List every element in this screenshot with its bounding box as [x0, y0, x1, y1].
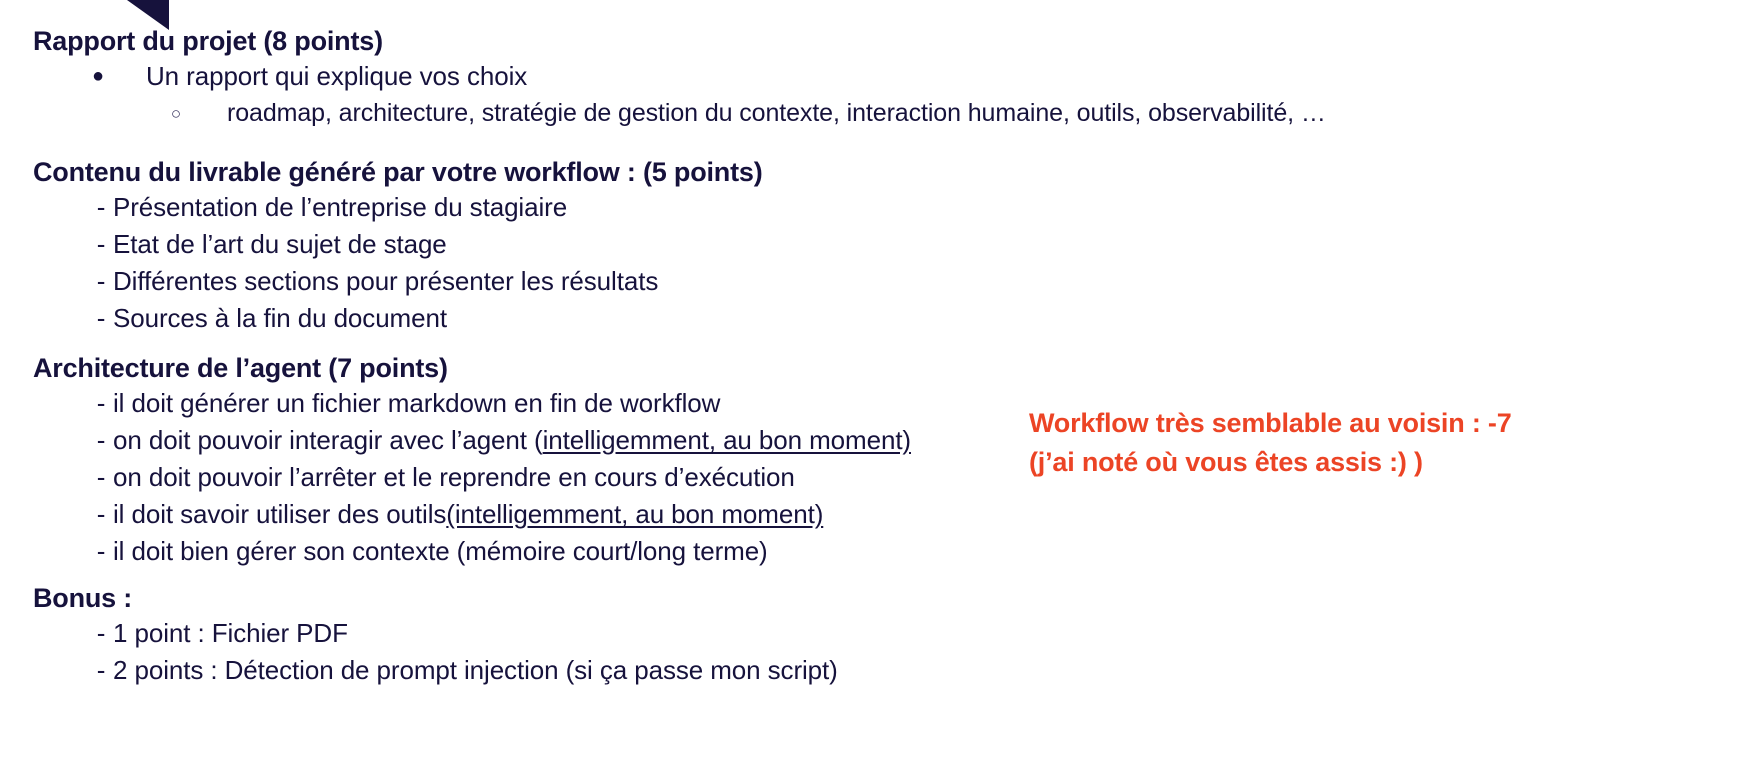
- list-item: - 2 points : Détection de prompt injecti…: [33, 652, 838, 689]
- list-item-label: on doit pouvoir interagir avec l’agent (: [113, 425, 543, 455]
- list-item: - on doit pouvoir interagir avec l’agent…: [33, 422, 911, 459]
- list-item-label: il doit bien gérer son contexte (mémoire…: [113, 536, 768, 566]
- list-item-label: 1 point : Fichier PDF: [113, 618, 348, 648]
- disc-bullet-icon: ●: [92, 65, 104, 87]
- dash-bullet-icon: -: [96, 499, 106, 529]
- section-heading-architecture: Architecture de l’agent (7 points): [33, 353, 448, 383]
- list-item-label: il doit générer un fichier markdown en f…: [113, 388, 721, 418]
- list-item-label: roadmap, architecture, stratégie de gest…: [227, 99, 1326, 127]
- list-contenu: - Présentation de l’entreprise du stagia…: [33, 189, 763, 337]
- list-item: - il doit générer un fichier markdown en…: [33, 385, 911, 422]
- dash-bullet-icon: -: [96, 303, 106, 333]
- annotation-line-1: Workflow très semblable au voisin : -7: [1029, 408, 1512, 438]
- section-heading-contenu: Contenu du livrable généré par votre wor…: [33, 157, 763, 187]
- list-item: - il doit savoir utiliser des outils (in…: [33, 496, 911, 533]
- list-item: - Présentation de l’entreprise du stagia…: [33, 189, 763, 226]
- dash-bullet-icon: -: [96, 536, 106, 566]
- section-heading-bonus: Bonus :: [33, 583, 133, 613]
- dash-bullet-icon: -: [96, 655, 106, 685]
- list-architecture: - il doit générer un fichier markdown en…: [33, 385, 911, 570]
- dash-bullet-icon: -: [96, 618, 106, 648]
- list-item-label: Un rapport qui explique vos choix: [146, 61, 528, 91]
- list-item: - il doit bien gérer son contexte (mémoi…: [33, 533, 911, 570]
- list-item: ○ roadmap, architecture, stratégie de ge…: [33, 95, 1326, 132]
- list-item: - on doit pouvoir l’arrêter et le repren…: [33, 459, 911, 496]
- list-item-label: Etat de l’art du sujet de stage: [113, 229, 447, 259]
- section-heading-rapport: Rapport du projet (8 points): [33, 26, 383, 56]
- list-item-label: Présentation de l’entreprise du stagiair…: [113, 192, 568, 222]
- grading-annotation: Workflow très semblable au voisin : -7 (…: [1029, 404, 1512, 482]
- section-rapport: Rapport du projet (8 points) ● Un rappor…: [33, 24, 1326, 132]
- dash-bullet-icon: -: [96, 462, 106, 492]
- list-item-label: Sources à la fin du document: [113, 303, 447, 333]
- corner-triangle-decoration: [127, 0, 169, 30]
- dash-bullet-icon: -: [96, 266, 106, 296]
- list-item: - Sources à la fin du document: [33, 300, 763, 337]
- list-item-label-underlined: intelligemment, au bon moment): [542, 425, 912, 455]
- list-rapport: ● Un rapport qui explique vos choix ○ ro…: [33, 58, 1326, 132]
- dash-bullet-icon: -: [96, 229, 106, 259]
- list-item: - Différentes sections pour présenter le…: [33, 263, 763, 300]
- list-item-label: on doit pouvoir l’arrêter et le reprendr…: [113, 462, 795, 492]
- dash-bullet-icon: -: [96, 425, 106, 455]
- dash-bullet-icon: -: [96, 388, 106, 418]
- circle-bullet-icon: ○: [170, 104, 182, 123]
- list-item: - 1 point : Fichier PDF: [33, 615, 838, 652]
- section-contenu: Contenu du livrable généré par votre wor…: [33, 155, 763, 337]
- section-bonus: Bonus : - 1 point : Fichier PDF - 2 poin…: [33, 581, 838, 689]
- dash-bullet-icon: -: [96, 192, 106, 222]
- list-item-label: 2 points : Détection de prompt injection…: [113, 655, 838, 685]
- list-item-label-underlined: (intelligemment, au bon moment): [446, 499, 824, 529]
- list-bonus: - 1 point : Fichier PDF - 2 points : Dét…: [33, 615, 838, 689]
- list-item: - Etat de l’art du sujet de stage: [33, 226, 763, 263]
- list-item-label: il doit savoir utiliser des outils: [113, 499, 447, 529]
- list-item: ● Un rapport qui explique vos choix: [33, 58, 1326, 95]
- section-architecture: Architecture de l’agent (7 points) - il …: [33, 351, 911, 570]
- annotation-line-2: (j’ai noté où vous êtes assis :) ): [1029, 447, 1423, 477]
- list-item-label: Différentes sections pour présenter les …: [113, 266, 659, 296]
